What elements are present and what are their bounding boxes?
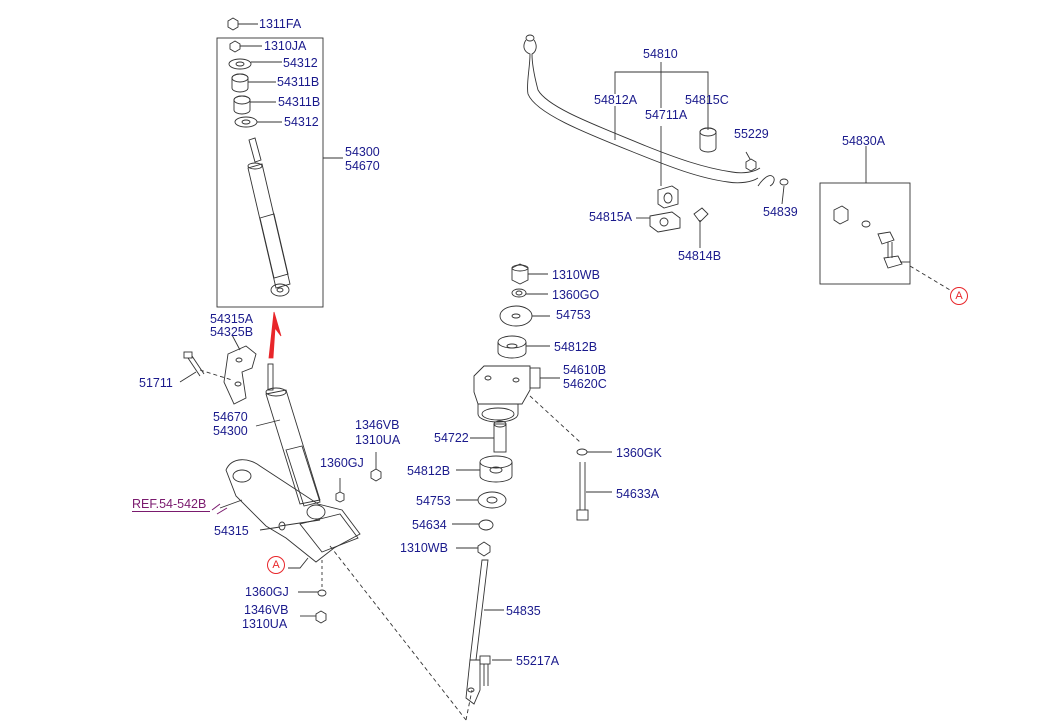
label-54311B-top[interactable]: 54311B — [277, 75, 320, 89]
label-ref-54-542B[interactable]: REF.54-542B — [132, 497, 207, 511]
nut-1310JA — [229, 40, 241, 53]
shock-group-box — [216, 37, 324, 308]
spacer-54722 — [493, 420, 507, 453]
label-54812B-top[interactable]: 54812B — [554, 340, 598, 354]
label-54835[interactable]: 54835 — [506, 604, 541, 618]
label-51711[interactable]: 51711 — [139, 376, 173, 390]
clip-54814B — [693, 207, 709, 223]
nut-1346VB-upper — [370, 468, 382, 482]
label-54300-top[interactable]: 54300 — [345, 145, 380, 159]
link-group-box — [819, 182, 911, 285]
bolt-55217A — [479, 655, 491, 686]
nut-1311FA — [227, 17, 239, 31]
label-54620C[interactable]: 54620C — [563, 377, 607, 391]
washer-54839 — [779, 178, 789, 186]
shock-absorber-lower — [265, 363, 326, 520]
label-1310UA-lower[interactable]: 1310UA — [242, 617, 288, 631]
stabilizer-bar-54810 — [523, 34, 775, 187]
rod-54835 — [465, 559, 489, 705]
bushing-54311B-bottom — [233, 95, 251, 115]
label-1360GJ-lower[interactable]: 1360GJ — [245, 585, 289, 599]
label-54839[interactable]: 54839 — [763, 205, 798, 219]
label-54812A[interactable]: 54812A — [594, 93, 638, 107]
washer-54312-top — [228, 58, 252, 70]
washer-54753-bottom — [477, 491, 507, 509]
label-54311B-bottom[interactable]: 54311B — [278, 95, 321, 109]
link-54830A — [833, 205, 910, 269]
bolt-51711 — [183, 351, 205, 377]
label-1360GK[interactable]: 1360GK — [616, 446, 662, 460]
label-54634[interactable]: 54634 — [412, 518, 447, 532]
bushing-54311B-top — [231, 73, 249, 93]
washer-1360GO — [511, 288, 527, 298]
label-1310JA[interactable]: 1310JA — [264, 39, 307, 53]
bracket-54610B — [473, 365, 541, 423]
label-1310WB-top[interactable]: 1310WB — [552, 268, 600, 282]
label-55229[interactable]: 55229 — [734, 127, 769, 141]
up-arrow-icon — [268, 311, 282, 359]
label-54633A[interactable]: 54633A — [616, 487, 660, 501]
label-1346VB-upper[interactable]: 1346VB — [355, 418, 400, 432]
label-54711A[interactable]: 54711A — [645, 108, 688, 122]
label-54810[interactable]: 54810 — [643, 47, 678, 61]
bushing-54815C — [699, 127, 717, 153]
label-54315A[interactable]: 54315A — [210, 312, 254, 326]
nut-1346VB-lower — [315, 610, 327, 624]
ref-underline — [132, 511, 210, 512]
label-54722[interactable]: 54722 — [434, 431, 469, 445]
label-54814B[interactable]: 54814B — [678, 249, 722, 263]
bushing-54711A — [657, 185, 679, 209]
bracket-54315A — [223, 345, 257, 405]
label-54753-bottom[interactable]: 54753 — [416, 494, 451, 508]
nut-1310WB-top — [511, 263, 529, 285]
shock-absorber-upper — [247, 137, 291, 297]
washer-1360GJ-lower — [317, 589, 327, 597]
marker-a-left[interactable]: A — [267, 556, 285, 574]
label-54300-bottom[interactable]: 54300 — [213, 424, 248, 438]
label-1346VB-lower[interactable]: 1346VB — [244, 603, 289, 617]
label-54670-top[interactable]: 54670 — [345, 159, 380, 173]
washer-54753-top — [499, 305, 533, 327]
bushing-54812B-top — [497, 335, 527, 359]
label-54315[interactable]: 54315 — [214, 524, 249, 538]
label-54815C[interactable]: 54815C — [685, 93, 729, 107]
label-54815A[interactable]: 54815A — [589, 210, 633, 224]
label-1310UA-upper[interactable]: 1310UA — [355, 433, 401, 447]
label-1310WB-bottom[interactable]: 1310WB — [400, 541, 448, 555]
spring-bracket-54315 — [225, 459, 361, 563]
washer-54312-bottom — [234, 116, 258, 128]
bolt-54633A — [576, 462, 589, 521]
ring-54634 — [478, 519, 494, 531]
nut-55229 — [745, 158, 757, 172]
marker-a-right[interactable]: A — [950, 287, 968, 305]
label-54325B[interactable]: 54325B — [210, 325, 254, 339]
label-55217A[interactable]: 55217A — [516, 654, 560, 668]
bushing-54812B-bottom — [479, 455, 513, 483]
label-1360GO[interactable]: 1360GO — [552, 288, 600, 302]
label-54610B[interactable]: 54610B — [563, 363, 607, 377]
label-54312-top[interactable]: 54312 — [283, 56, 318, 70]
label-54312-bottom[interactable]: 54312 — [284, 115, 319, 129]
label-54670-bottom[interactable]: 54670 — [213, 410, 248, 424]
washer-1360GK — [576, 448, 588, 456]
label-1311FA[interactable]: 1311FA — [259, 17, 302, 31]
nut-1310WB-bottom — [477, 541, 491, 557]
label-1360GJ-upper[interactable]: 1360GJ — [320, 456, 364, 470]
bracket-54815A — [649, 211, 681, 233]
washer-1360GJ-upper — [335, 491, 345, 503]
label-54812B-bottom[interactable]: 54812B — [407, 464, 451, 478]
label-54753-top[interactable]: 54753 — [556, 308, 591, 322]
label-54830A[interactable]: 54830A — [842, 134, 886, 148]
